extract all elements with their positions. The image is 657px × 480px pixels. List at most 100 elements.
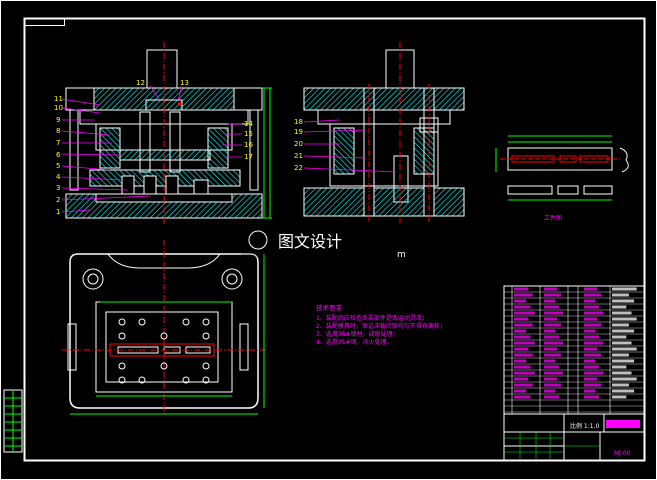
bom-cell-mark (544, 353, 561, 357)
front-label: 3 (56, 184, 60, 192)
front-label: 9 (56, 116, 60, 124)
bom-cell-mark (544, 395, 559, 399)
technical-notes: 技术要求 1、装配后应检查各零部件是否运动灵活； 2、装配模具时，保证冲裁间隙均… (316, 303, 446, 346)
bom-cell-mark (612, 341, 632, 345)
front-label: 4 (56, 173, 61, 181)
front-label: 8 (56, 127, 60, 135)
bom-cell-mark (612, 377, 637, 381)
bom-cell-mark (612, 389, 635, 393)
bom-cell-mark (612, 329, 635, 333)
plan-outline (69, 253, 259, 409)
bom-cell-mark (514, 311, 535, 315)
bom-cell-mark (544, 359, 555, 363)
notes-item: 4、选用35#钢，淬火处理。 (316, 338, 392, 346)
bom-cell-mark (584, 287, 597, 291)
bom-cell-mark (544, 335, 559, 339)
bom-cell-mark (584, 335, 599, 339)
bom-cell-mark (514, 329, 527, 333)
bom-cell-mark (584, 365, 599, 369)
title-block: 比例 1:1.0 MJ-00 (503, 413, 645, 461)
bom-cell-mark (612, 359, 635, 363)
bom-cell-mark (514, 365, 531, 369)
bom-cell-mark (612, 347, 637, 351)
front-view: 11 10 9 8 7 6 5 4 3 2 1 12 13 14 15 16 1… (54, 42, 272, 226)
watermark-mark: m (397, 250, 406, 260)
bom-cell-mark (514, 395, 531, 399)
bom-cell-mark (514, 359, 527, 363)
front-label: 16 (244, 141, 253, 149)
bom-cell-mark (612, 371, 632, 375)
bom-cell-mark (612, 395, 627, 399)
bom-cell-mark (544, 347, 557, 351)
bom-table (503, 285, 645, 415)
front-label: 11 (54, 95, 63, 103)
bom-cell-mark (584, 377, 597, 381)
front-label: 15 (244, 130, 253, 138)
watermark-text: 图文设计 (278, 232, 342, 251)
bom-cell-mark (544, 365, 559, 369)
bom-cell-mark (544, 323, 561, 327)
bom-cell-mark (514, 305, 531, 309)
bom-cell-mark (514, 383, 533, 387)
die-plate (89, 169, 241, 187)
bom-cell-mark (584, 353, 601, 357)
bom-cell-mark (584, 341, 603, 345)
bom-cell-mark (612, 317, 637, 321)
bom-cell-mark (584, 305, 599, 309)
bom-cell-mark (584, 311, 603, 315)
bom-cell-mark (612, 365, 627, 369)
bom-cell-mark (514, 353, 533, 357)
bom-cell-mark (584, 389, 595, 393)
bom-cell-mark (514, 377, 529, 381)
front-label: 13 (180, 79, 189, 87)
bom-cell-mark (544, 329, 555, 333)
side-label: 21 (294, 152, 303, 160)
bom-cell-mark (584, 323, 601, 327)
bom-cell-mark (612, 305, 627, 309)
bom-cell-mark (544, 287, 557, 291)
left-edge-table (3, 389, 23, 453)
bom-cell-mark (544, 389, 555, 393)
notes-item: 1、装配后应检查各零部件是否运动灵活； (316, 314, 428, 322)
front-label: 14 (244, 120, 253, 128)
bom-cell-mark (612, 293, 629, 297)
bom-cell-mark (612, 323, 629, 327)
part-caption: 工件图 (544, 214, 562, 222)
front-label: 2 (56, 196, 60, 204)
notes-item: 2、装配模具时，保证冲裁间隙均匀不得有偏移； (316, 322, 446, 330)
bom-cell-mark (612, 383, 629, 387)
bom-cell-mark (612, 353, 629, 357)
bom-cell-mark (584, 359, 595, 363)
bom-cell-mark (514, 317, 529, 321)
plan-view (62, 240, 268, 415)
side-label: 18 (294, 118, 303, 126)
bom-cell-mark (514, 323, 533, 327)
bom-cell-mark (584, 383, 601, 387)
bom-cell-mark (514, 347, 529, 351)
scale-text: 比例 1:1.0 (570, 422, 599, 430)
bom-cell-mark (514, 287, 529, 291)
front-label: 12 (136, 79, 145, 87)
bom-cell-mark (514, 299, 527, 303)
front-label: 1 (56, 208, 60, 216)
bom-cell-mark (544, 377, 557, 381)
front-label: 7 (56, 139, 60, 147)
bom-cell-mark (612, 287, 637, 291)
front-label: 10 (54, 104, 63, 112)
bom-cell-mark (544, 341, 563, 345)
die-shank (146, 49, 178, 89)
bom-cell-mark (612, 335, 627, 339)
bom-cell-mark (544, 305, 559, 309)
bom-cell-mark (544, 383, 561, 387)
notes-title: 技术要求 (316, 303, 343, 312)
bom-cell-mark (584, 293, 601, 297)
bom-cell-mark (544, 317, 557, 321)
bom-cell-mark (612, 311, 632, 315)
bom-cell-mark (584, 299, 595, 303)
bom-cell-mark (544, 299, 555, 303)
bom-cell-mark (514, 341, 535, 345)
notes-item: 3、选用38#钢材，调质处理； (316, 330, 398, 338)
bom-cell-mark (584, 329, 595, 333)
side-label: 20 (294, 140, 303, 148)
